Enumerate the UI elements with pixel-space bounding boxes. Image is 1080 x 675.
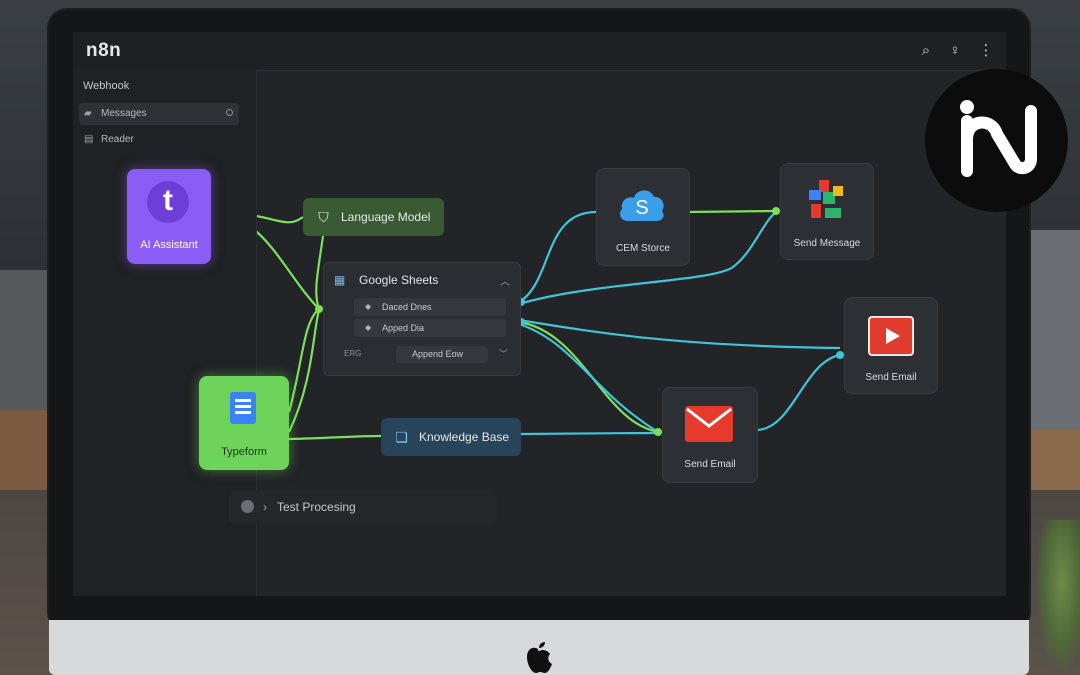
sheets-meta: ERG (344, 349, 362, 358)
more-vertical-icon[interactable]: ⋮ (978, 42, 994, 59)
chevron-up-icon[interactable]: ︿ (500, 277, 510, 288)
sheets-row[interactable]: ◆ Apped Dia (354, 319, 506, 337)
action-label: Append Eow (412, 349, 464, 359)
node-typeform[interactable]: Typeform (199, 376, 289, 470)
link-sheets-msg (518, 211, 777, 306)
link-kb-se2 (520, 431, 659, 436)
test-label: Test Procesing (277, 500, 356, 514)
link-lm-sheets (315, 235, 325, 310)
port-msg-in (772, 207, 780, 215)
sidebar: Webhook ▰ Messages ▤ Reader (73, 70, 257, 596)
chevron-down-icon[interactable]: ﹀ (498, 349, 508, 359)
node-label: AI Assistant (140, 239, 198, 251)
brand-logo-icon (960, 100, 1037, 177)
status-dot (226, 109, 233, 116)
sidebar-item-reader[interactable]: ▤ Reader (79, 129, 239, 151)
test-processing-bar[interactable]: › Test Procesing (229, 490, 497, 524)
cloud-storage-icon: S (620, 190, 664, 221)
node-send-message[interactable]: Send Message (780, 163, 874, 260)
link-se2-se1 (755, 353, 841, 432)
node-label: Knowledge Base (419, 430, 510, 444)
node-send-email-top[interactable]: Send Email (844, 297, 938, 394)
top-bar: n8n ⌕ ♀ ⋮ (73, 32, 1006, 71)
background-shelf-left (0, 270, 50, 410)
row-label: Daced Dnes (382, 302, 432, 312)
link-sheets-se2a (518, 320, 659, 434)
shield-icon: ⛉ (318, 209, 329, 225)
port-se2-in (654, 428, 662, 436)
background-shelf-right (1025, 230, 1080, 430)
node-label: CEM Storce (616, 243, 670, 254)
sidebar-item-label: Messages (101, 108, 147, 119)
row-icon: ◆ (365, 323, 372, 332)
link-typeform-sheets (287, 308, 320, 413)
link-sheets-se1 (518, 318, 841, 350)
node-label: Send Email (684, 459, 736, 470)
node-title: Google Sheets (359, 273, 439, 287)
row-icon: ◆ (365, 302, 372, 311)
sidebar-item-messages[interactable]: ▰ Messages (79, 103, 239, 125)
link-cem-msg (687, 209, 777, 214)
form-icon (230, 392, 256, 424)
search-icon[interactable]: ⌕ (921, 42, 931, 59)
link-sheets-cem (518, 210, 597, 303)
ai-assistant-icon: t (147, 181, 189, 223)
chevron-right-icon: › (263, 500, 267, 514)
link-typeform-sheets2 (288, 309, 321, 433)
sidebar-item-label: Reader (101, 134, 134, 145)
node-ai-assistant[interactable]: t AI Assistant (127, 169, 211, 264)
svg-text:S: S (635, 197, 648, 219)
app-logo: n8n (86, 40, 122, 61)
node-label: Send Email (865, 372, 917, 383)
background-desk-right (1025, 430, 1080, 490)
node-language-model[interactable]: ⛉ Language Model (303, 198, 444, 236)
node-label: Typeform (221, 446, 267, 458)
sheets-icon: ▦ (334, 273, 346, 287)
link-typeform-kb (288, 434, 382, 441)
node-google-sheets[interactable]: ▦ Google Sheets ︿ ◆ Daced Dnes ◆ Apped D… (323, 262, 521, 376)
node-knowledge-base[interactable]: ❏ Knowledge Base (381, 418, 521, 456)
document-icon: ▤ (84, 134, 94, 145)
link-sheets-se2b (518, 322, 659, 433)
row-label: Apped Dia (382, 323, 425, 333)
port-sheets-in (315, 305, 323, 313)
node-label: Send Message (793, 238, 861, 249)
apple-logo-icon (527, 642, 552, 673)
status-icon (241, 500, 254, 513)
node-send-email-bottom[interactable]: Send Email (662, 387, 758, 483)
mail-icon (685, 406, 733, 442)
background-desk-left (0, 410, 50, 490)
node-label: Language Model (341, 210, 431, 224)
app-screen: n8n ⌕ ♀ ⋮ Webhook ▰ Messages ▤ Reader t … (73, 32, 1006, 596)
node-cem-storage[interactable]: S CEM Storce (596, 168, 690, 266)
microphone-icon[interactable]: ♀ (949, 42, 961, 59)
append-row-action[interactable]: Append Eow (396, 346, 488, 363)
corner-logo-badge (925, 69, 1068, 212)
chat-app-icon (809, 180, 843, 218)
play-icon (868, 316, 914, 356)
message-icon: ▰ (84, 108, 92, 119)
sheets-row[interactable]: ◆ Daced Dnes (354, 298, 506, 316)
background-plant (1035, 520, 1080, 675)
sidebar-heading: Webhook (83, 80, 130, 92)
port-se1-in (836, 351, 844, 359)
chat-icon: ❏ (395, 429, 408, 445)
